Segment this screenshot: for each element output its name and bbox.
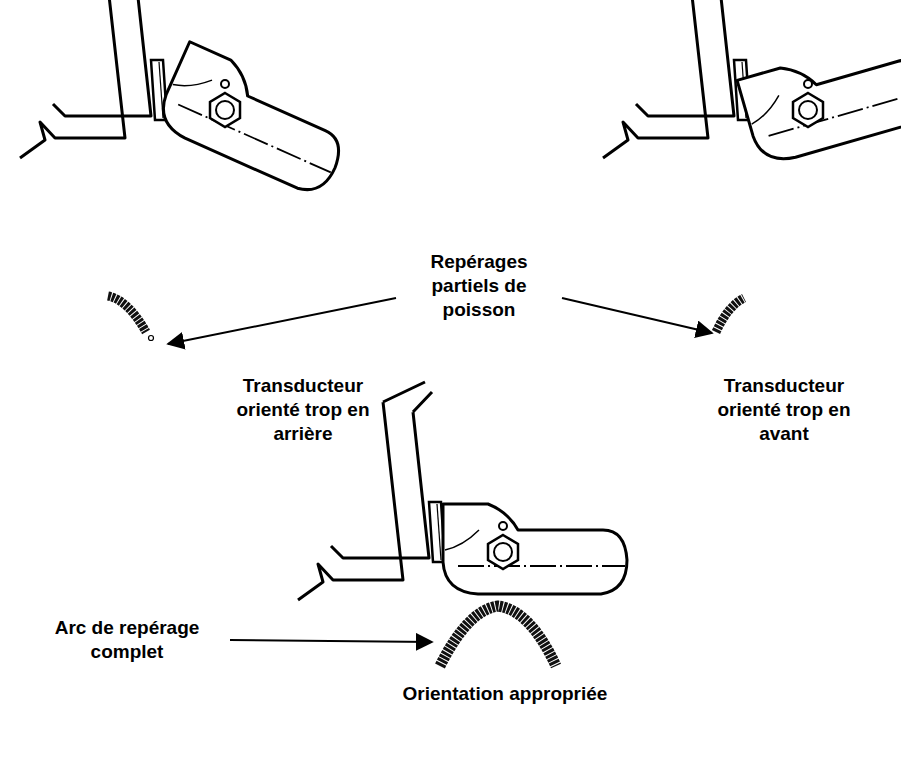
fish-arc-partial (716, 298, 744, 332)
fish-arc-full (440, 606, 556, 666)
fish-arc-partial (108, 296, 146, 332)
transducer-forward (603, 0, 901, 167)
caption-label: Arc de repérage complet (28, 616, 226, 664)
transducer-back (20, 0, 358, 199)
caption-label: Orientation appropriée (380, 682, 630, 706)
caption-label: Repérages partiels de poisson (398, 250, 560, 321)
leader-arrow (562, 298, 712, 333)
leader-arrow (230, 640, 432, 642)
caption-label: Transducteur orienté trop en arrière (218, 374, 388, 445)
caption-label: Transducteur orienté trop en avant (694, 374, 874, 445)
leader-arrow (168, 298, 396, 344)
